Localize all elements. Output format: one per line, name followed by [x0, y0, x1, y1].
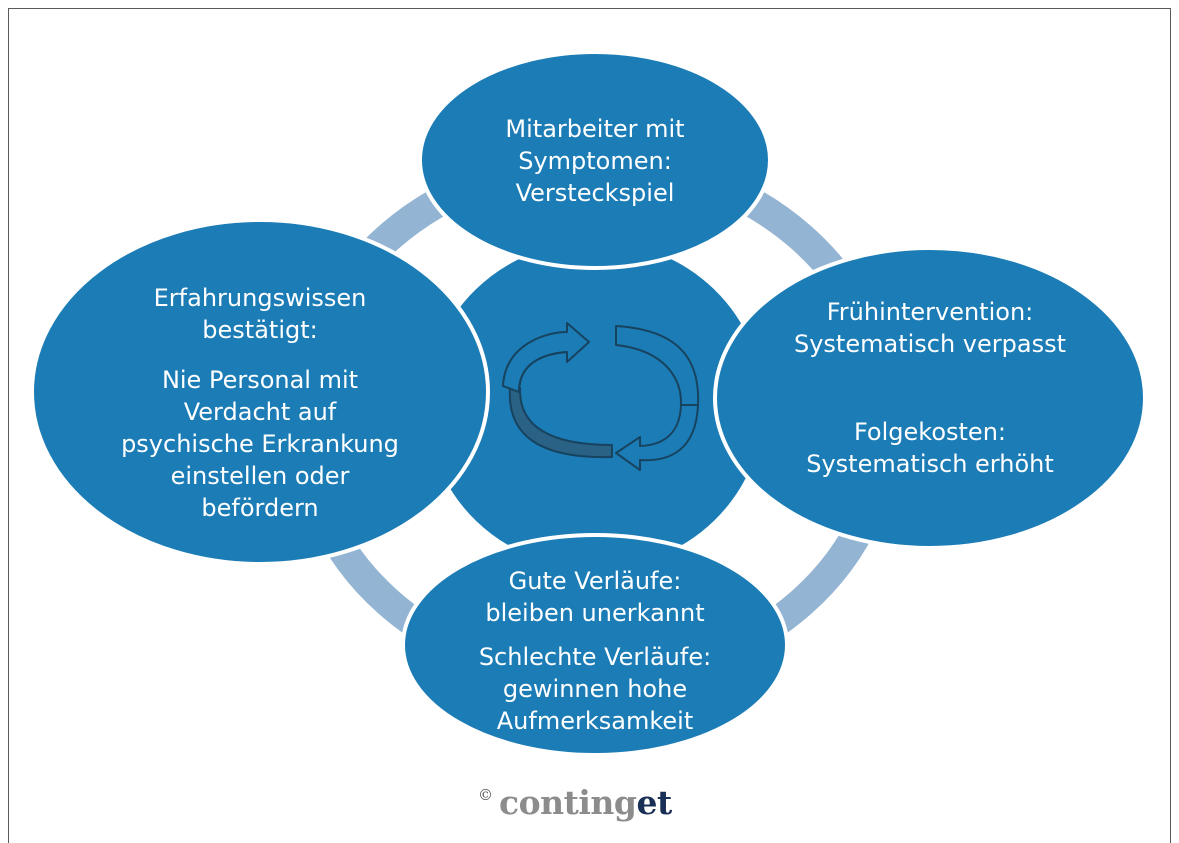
- node-left-line-5: psychische Erkrankung: [121, 430, 399, 458]
- node-left-line-2: bestätigt:: [202, 316, 318, 344]
- cycle-arrows-icon: [502, 322, 700, 471]
- node-right-line-1: Frühintervention:: [826, 298, 1034, 326]
- node-right-line-4: Systematisch erhöht: [806, 450, 1054, 478]
- node-bottom-line-1: Gute Verläufe:: [508, 567, 682, 595]
- node-top: [418, 50, 772, 270]
- node-bottom-text: Gute Verläufe: bleiben unerkannt Schlech…: [455, 565, 735, 737]
- node-left-line-6: einstellen oder: [170, 462, 350, 490]
- brand-logo: continget: [499, 783, 672, 822]
- node-left-line-3: Nie Personal mit: [161, 366, 359, 394]
- slide-frame: [8, 8, 1171, 843]
- node-bottom-line-5: Aufmerksamkeit: [496, 707, 694, 735]
- node-bottom-line-3: Schlechte Verläufe:: [478, 643, 712, 671]
- node-bottom: [401, 533, 789, 757]
- node-top-line-2: Symptomen:: [518, 147, 672, 175]
- node-left: [30, 218, 490, 566]
- node-left-line-7: befördern: [201, 494, 319, 522]
- node-top-line-1: Mitarbeiter mit: [505, 115, 685, 143]
- copyright-symbol: ©: [478, 786, 493, 804]
- node-bottom-line-2: bleiben unerkannt: [485, 599, 705, 627]
- node-right: [713, 246, 1147, 550]
- node-right-line-2: Systematisch verpasst: [793, 330, 1066, 358]
- node-left-text: Erfahrungswissen bestätigt: Nie Personal…: [90, 282, 430, 524]
- node-bottom-line-4: gewinnen hohe: [502, 675, 688, 703]
- brand-logo-part2: et: [636, 783, 672, 822]
- node-left-line-4: Verdacht auf: [183, 398, 337, 426]
- node-top-line-3: Versteckspiel: [515, 179, 675, 207]
- node-top-text: Mitarbeiter mit Symptomen: Versteckspiel: [455, 113, 735, 209]
- node-right-text: Frühintervention: Systematisch verpasst …: [770, 296, 1090, 480]
- node-left-line-1: Erfahrungswissen: [153, 284, 367, 312]
- node-right-line-3: Folgekosten:: [853, 418, 1006, 446]
- copyright-logo: © continget: [478, 783, 672, 823]
- brand-logo-part1: conting: [499, 783, 637, 822]
